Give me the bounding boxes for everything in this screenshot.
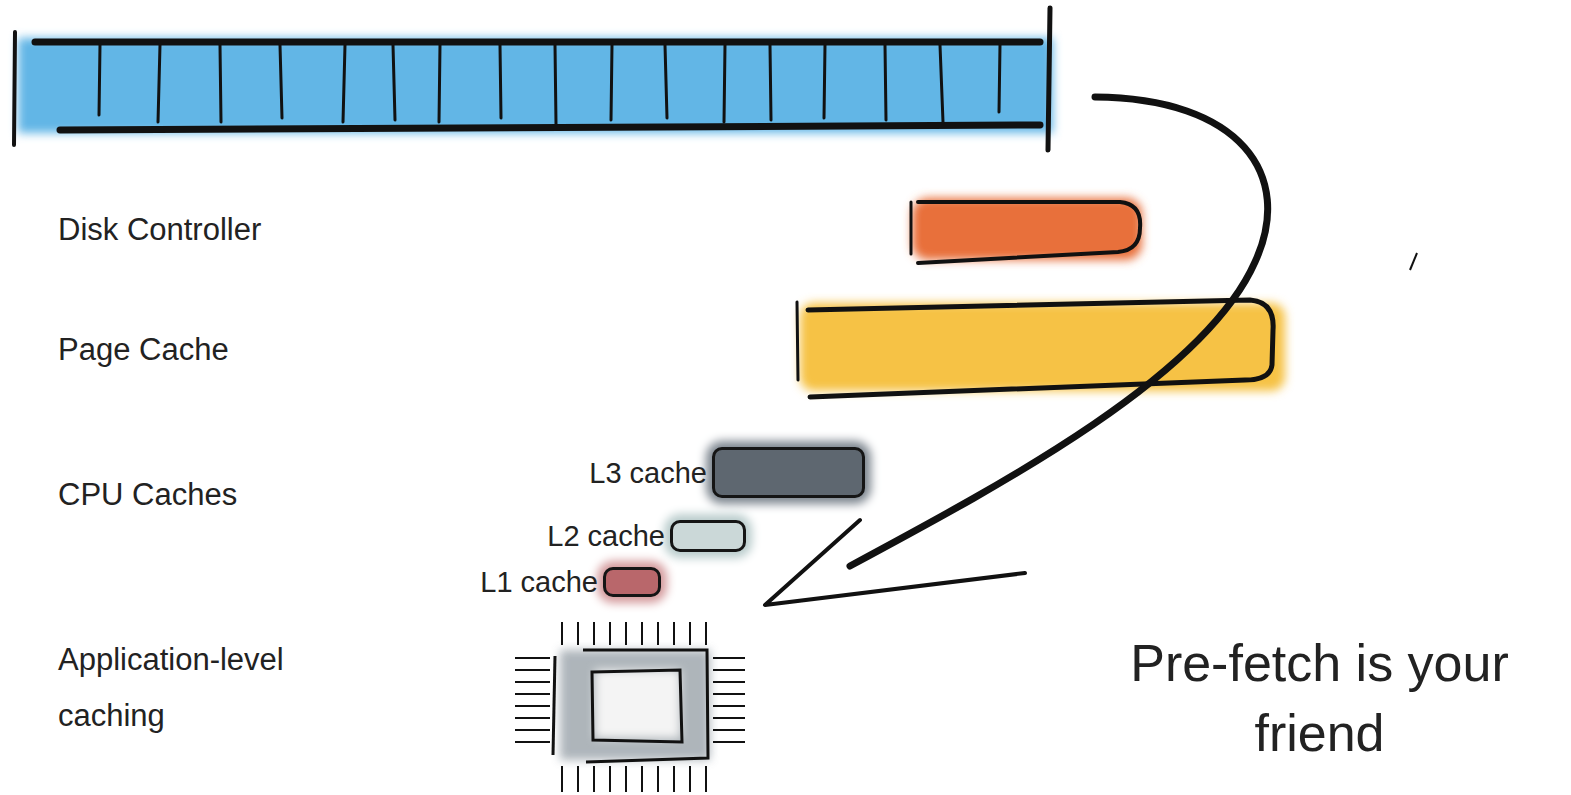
- disk-bar: [14, 8, 1053, 150]
- controller-bar: [911, 198, 1142, 263]
- note-text: Pre-fetch is your friend: [1072, 628, 1567, 768]
- layer-label: Application-level caching: [58, 632, 333, 744]
- cache-label: L3 cache: [589, 456, 707, 489]
- cache-box: L2 cache: [670, 520, 746, 552]
- page-cache-bar: [797, 300, 1285, 397]
- cpu-chip: [515, 622, 745, 792]
- layer-label: Disk Controller: [58, 208, 378, 252]
- stray-mark: [1410, 253, 1417, 270]
- cache-label: L1 cache: [480, 566, 598, 599]
- layer-label: Page Cache: [58, 328, 378, 372]
- cache-box: L1 cache: [603, 567, 661, 597]
- prefetch-arrow: [765, 97, 1268, 605]
- layer-label: CPU Caches: [58, 473, 378, 517]
- cache-label: L2 cache: [547, 520, 665, 553]
- cache-box: L3 cache: [712, 447, 865, 498]
